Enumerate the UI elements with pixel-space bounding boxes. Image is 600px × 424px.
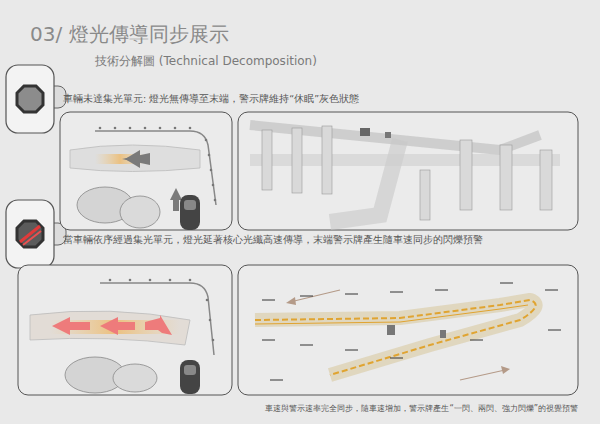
description-text: 當車輛依序經過集光單元，燈光延著核心光纖高速傳導，末端警示牌產生隨車速同步的閃爍… [63, 233, 483, 247]
subtitle: 技術分解圖 (Technical Decomposition) [95, 53, 317, 70]
page-title: 03/ 燈光傳導同步展示 [30, 21, 229, 48]
description-text: 車輛未達集光單元: 燈光無傳導至末端，警示牌維持“休眠”灰色狀態 [63, 93, 359, 106]
caption: 車速與警示速率完全同步，隨車速增加，警示牌產生“一閃、兩閃、強力閃爍”的視覺預警 [265, 403, 578, 414]
